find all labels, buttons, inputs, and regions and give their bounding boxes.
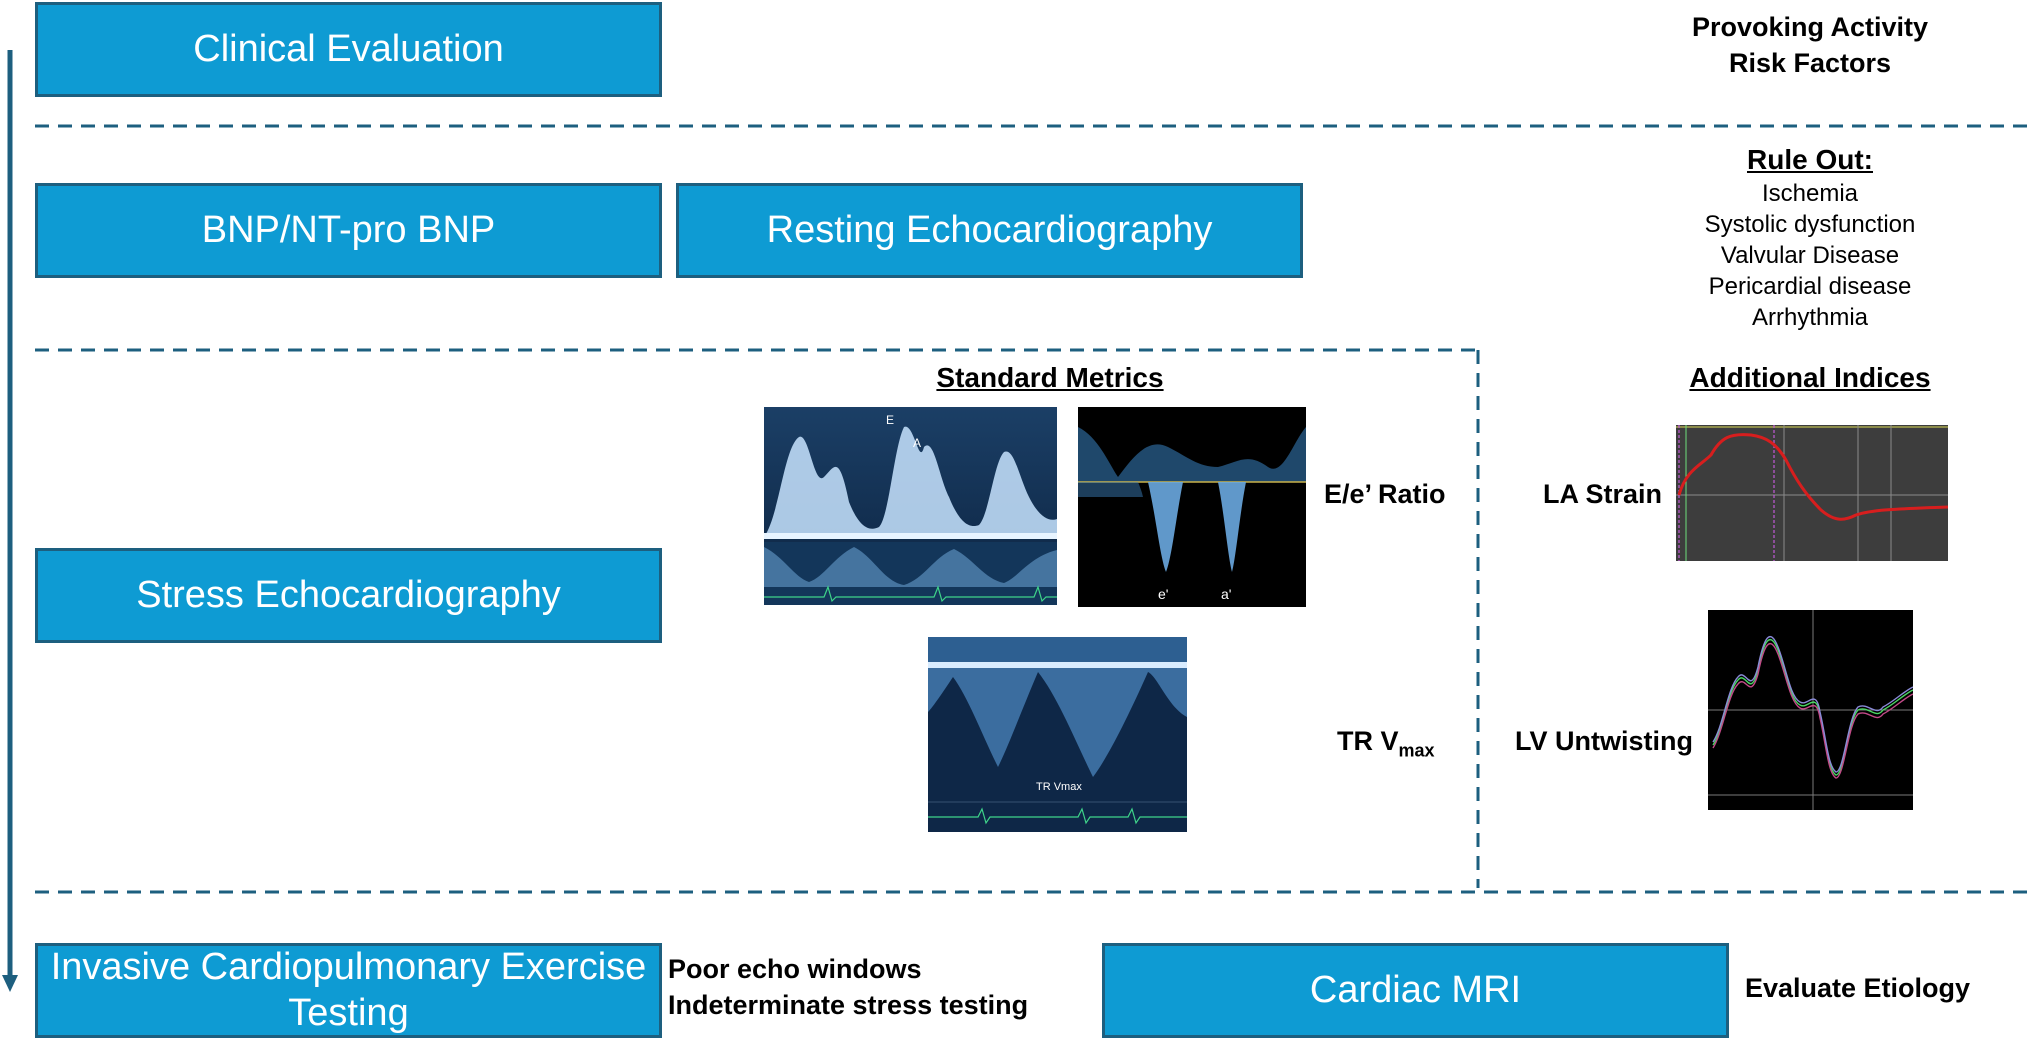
tissue-a-label: a' <box>1221 586 1231 602</box>
lv-untwisting-curve-image <box>1708 610 1913 810</box>
risk-factors-text: Risk Factors <box>1728 48 1892 78</box>
tr-vmax-image-label: TR Vmax <box>1036 781 1082 793</box>
cardiac-mri-box: Cardiac MRI <box>1102 943 1729 1038</box>
tr-vmax-sub: max <box>1398 740 1435 761</box>
mitral-e-label: E <box>886 413 894 427</box>
timeline-arrow <box>2 50 18 992</box>
clinical-evaluation-box: Clinical Evaluation <box>35 2 662 97</box>
provoking-activity-text: Provoking Activity <box>1691 12 1929 42</box>
la-strain-label: LA Strain <box>1543 479 1663 509</box>
stress-echo-box: Stress Echocardiography <box>35 548 662 643</box>
la-strain-curve-image <box>1676 425 1948 561</box>
mitral-a-label: A <box>913 436 921 450</box>
lv-untwisting-label: LV Untwisting <box>1515 726 1693 756</box>
mitral-inflow-doppler-image: E A <box>764 407 1057 605</box>
rule-out-item: Pericardial disease <box>1708 273 1912 300</box>
standard-metrics-heading: Standard Metrics <box>936 362 1164 393</box>
bnp-box: BNP/NT-pro BNP <box>35 183 662 278</box>
indeterminate-stress-text: Indeterminate stress testing <box>668 990 1029 1020</box>
ee-ratio-label: E/e’ Ratio <box>1324 479 1446 509</box>
rule-out-item: Valvular Disease <box>1720 242 1900 269</box>
tr-vmax-label: TR Vmax <box>1337 726 1435 761</box>
resting-echo-box: Resting Echocardiography <box>676 183 1303 278</box>
rule-out-item: Arrhythmia <box>1751 304 1869 331</box>
rule-out-section: Rule Out: Ischemia Systolic dysfunction … <box>1650 144 1970 333</box>
poor-echo-windows-text: Poor echo windows <box>668 954 922 984</box>
tr-vmax-main: TR V <box>1337 726 1399 756</box>
tissue-e-label: e' <box>1158 586 1168 602</box>
invasive-cpet-box: Invasive Cardiopulmonary Exercise Testin… <box>35 943 662 1038</box>
tr-vmax-doppler-image: TR Vmax <box>928 637 1187 832</box>
evaluate-etiology-text: Evaluate Etiology <box>1745 973 1971 1003</box>
rule-out-item: Ischemia <box>1761 180 1859 207</box>
tissue-doppler-image: e' a' <box>1078 407 1306 607</box>
additional-indices-heading: Additional Indices <box>1689 362 1931 393</box>
rule-out-item: Systolic dysfunction <box>1704 211 1916 238</box>
rule-out-heading: Rule Out: <box>1747 144 1873 175</box>
